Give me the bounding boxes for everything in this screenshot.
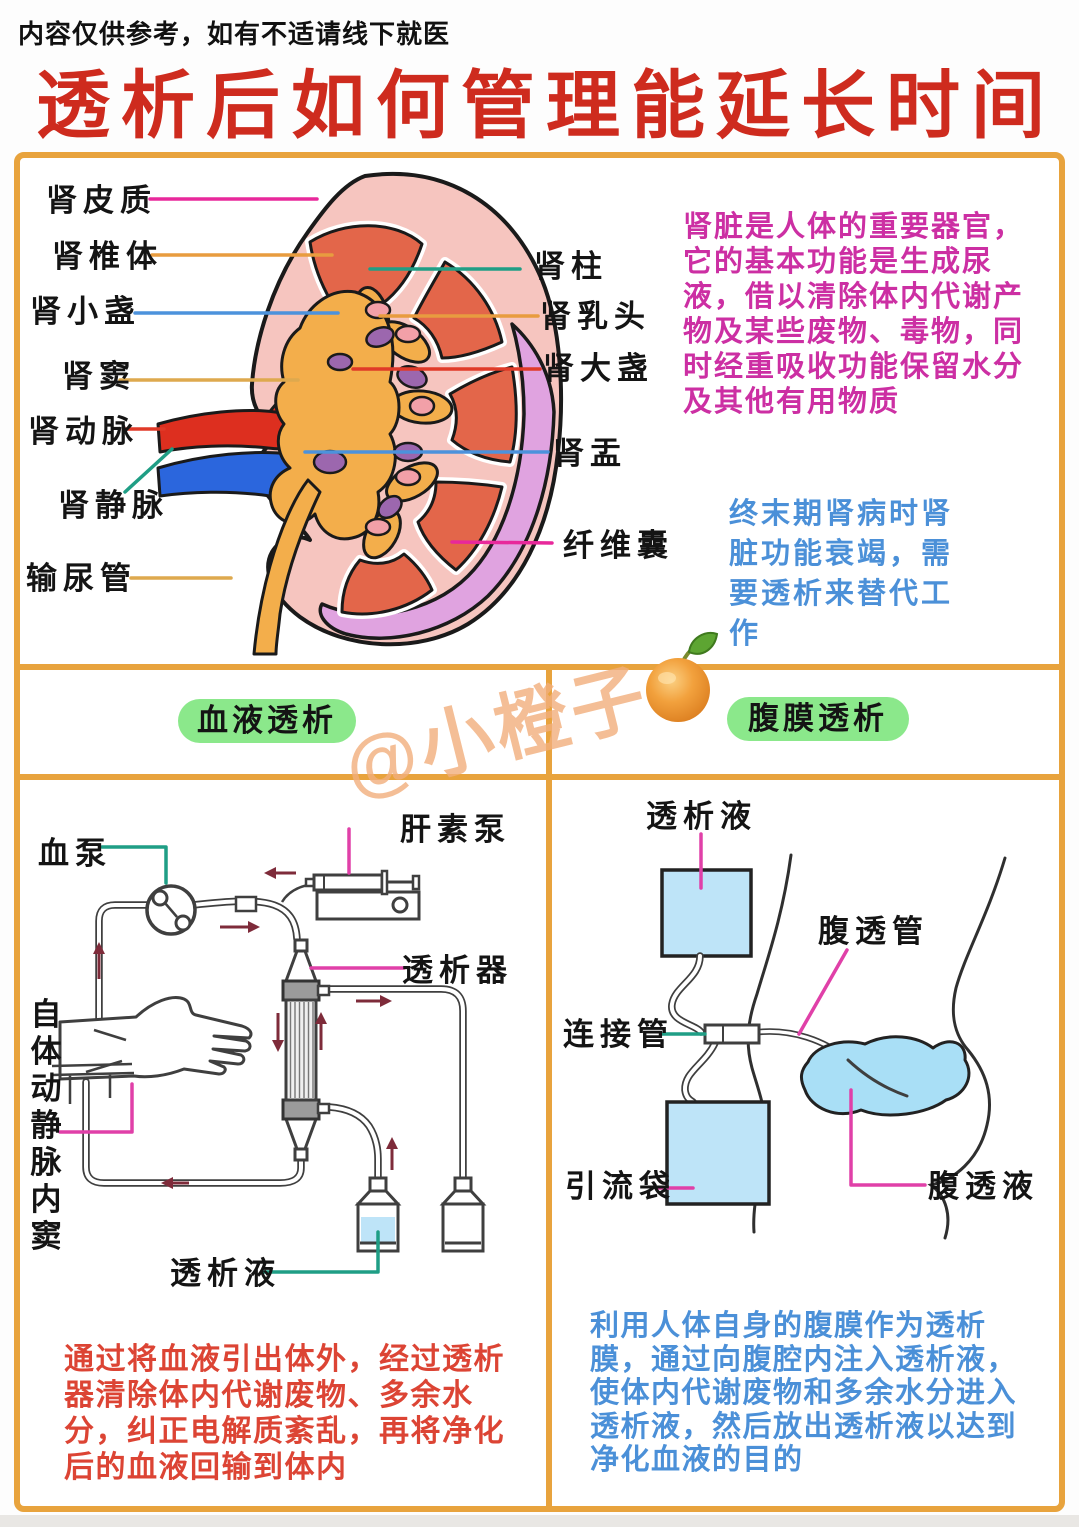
bottom-edge-strip	[0, 1515, 1079, 1527]
empty-container	[439, 1176, 487, 1253]
label-blood-pump: 血泵	[38, 836, 112, 871]
label-renal-papilla: 肾乳头	[540, 299, 651, 334]
kidney-anatomy-illustration	[156, 171, 564, 656]
label-renal-artery: 肾动脉	[28, 414, 139, 449]
renal-papillae	[364, 300, 436, 537]
label-av-fistula: 自体动静脉内窦	[30, 997, 62, 1254]
label-minor-calyx: 肾小盏	[30, 294, 141, 329]
peritoneal-dialysis-diagram	[655, 832, 1007, 1240]
divider-vertical	[546, 664, 552, 1512]
label-renal-vein: 肾静脉	[58, 488, 169, 523]
orange-fruit-icon	[646, 632, 719, 722]
page-title: 透析后如何管理能延长时间	[36, 64, 1056, 147]
hemo-label-lines	[58, 827, 406, 1274]
label-renal-pyramid: 肾椎体	[52, 239, 163, 274]
label-connecting-tube: 连接管	[563, 1017, 674, 1052]
hemodialysis-description: 通过将血液引出体外，经过透析器清除体内代谢废物、多余水分，纠正电解质紊乱，再将净…	[64, 1343, 505, 1484]
catheter-inside-body	[846, 1058, 909, 1098]
divider-horizontal-bottom	[14, 774, 1065, 780]
dialysate-bag	[660, 868, 753, 958]
label-fibrous-capsule: 纤维囊	[563, 528, 674, 563]
header-hemodialysis: 血液透析	[178, 699, 356, 743]
label-dialyzer: 透析器	[402, 953, 513, 988]
label-drainage-bag: 引流袋	[565, 1169, 676, 1204]
disclaimer-text: 内容仅供参考，如有不适请线下就医	[18, 19, 451, 49]
header-peritoneal-dialysis: 腹膜透析	[727, 697, 909, 741]
hemodialysis-diagram	[51, 827, 487, 1274]
label-major-calyx: 肾大盏	[543, 351, 654, 386]
label-renal-sinus: 肾窦	[62, 359, 136, 394]
label-renal-column: 肾柱	[534, 249, 608, 284]
label-heparin-pump: 肝素泵	[400, 812, 511, 847]
label-pd-catheter: 腹透管	[818, 914, 929, 949]
label-dialysate: 透析液	[170, 1256, 281, 1291]
label-renal-pelvis: 肾盂	[553, 436, 627, 471]
blood-tubing	[82, 895, 467, 1187]
label-pd-fluid: 腹透液	[928, 1169, 1039, 1204]
pd-label-lines	[655, 832, 927, 1190]
divider-horizontal-top	[14, 664, 1065, 670]
peritoneal-description: 利用人体自身的腹膜作为透析膜，通过向腹腔内注入透析液，使体内代谢废物和多余水分进…	[590, 1310, 1018, 1476]
label-pd-dialysate: 透析液	[646, 799, 757, 834]
label-renal-cortex: 肾皮质	[46, 183, 157, 218]
label-ureter: 输尿管	[26, 561, 137, 596]
heparin-pump-device	[280, 869, 421, 921]
patient-arm	[51, 996, 253, 1104]
peritoneal-fluid-shape	[799, 1035, 971, 1117]
esrd-note-text: 终末期肾病时肾脏功能衰竭，需要透析来替代工作	[729, 498, 954, 650]
dialyzer-device	[281, 938, 331, 1162]
kidney-intro-text: 肾脏是人体的重要器官，它的基本功能是生成尿液，借以清除体内代谢产物及某些废物、毒…	[683, 211, 1025, 418]
flow-arrows	[93, 867, 398, 1189]
blood-pump-device	[145, 884, 197, 936]
